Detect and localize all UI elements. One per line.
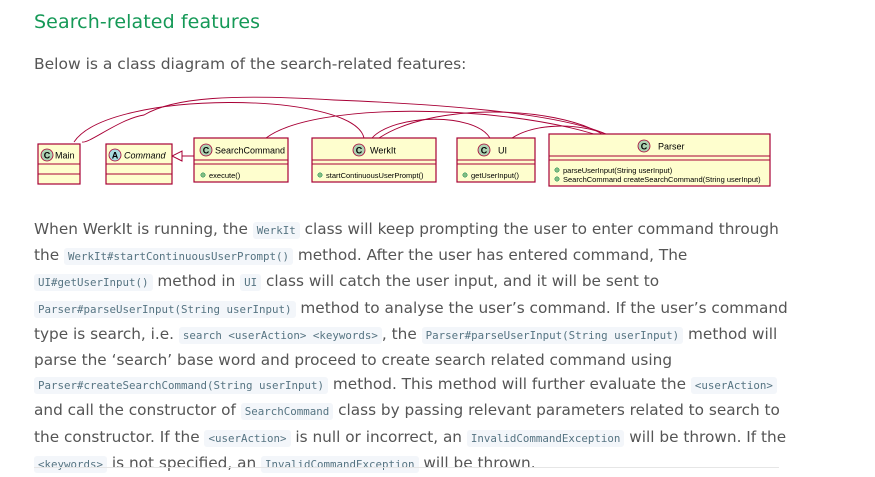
para-text: method in: [152, 272, 241, 291]
section-heading: Search-related features: [34, 11, 261, 33]
method-dot-icon: [554, 167, 560, 173]
intro-text: Below is a class diagram of the search-r…: [34, 55, 467, 73]
inline-code: <userAction>: [690, 377, 777, 395]
method-createsearchcommand: SearchCommand createSearchCommand(String…: [563, 175, 761, 184]
para-text: will be thrown.: [418, 453, 536, 472]
inline-code: search <userAction> <keywords>: [178, 326, 382, 344]
class-badge-icon: [352, 143, 366, 157]
dependency-main-parser: [81, 96, 607, 143]
class-badge-icon: [637, 139, 651, 153]
method-dot-icon: [462, 172, 468, 178]
class-badge-letter: C: [481, 146, 488, 156]
class-name-ui: UI: [498, 146, 507, 156]
para-text: class will keep prompting the user to en…: [34, 220, 779, 265]
dependency-werkit-parser: [378, 111, 603, 139]
class-name-searchcommand: SearchCommand: [215, 146, 285, 156]
para-text: class will catch the user input, and it …: [261, 272, 660, 291]
method-startcontinuoususerprompt: startContinuousUserPrompt(): [326, 171, 424, 180]
description-paragraph: When WerkIt is running, the WerkIt class…: [34, 217, 794, 477]
class-werkit: C WerkIt startContinuousUserPrompt(): [311, 137, 437, 183]
inline-code: UI#getUserInput(): [34, 274, 153, 292]
dependency-main-werkit: [73, 102, 365, 143]
class-badge-letter: C: [203, 146, 210, 156]
dependency-ui-parser: [511, 125, 607, 139]
inline-code: InvalidCommandException: [466, 429, 625, 447]
inline-code: WerkIt: [252, 222, 300, 239]
para-text: will be thrown. If the: [624, 427, 787, 446]
para-text: When WerkIt is running, the: [34, 220, 253, 238]
class-badge-icon: [40, 148, 54, 162]
inline-code: InvalidCommandException: [261, 455, 419, 473]
para-text: method to analyse the user’s command. If…: [34, 298, 788, 343]
class-parser: C Parser parseUserInput(String userInput…: [548, 133, 771, 187]
dependency-parser-searchcommand: [265, 110, 595, 139]
para-text: is not specified, an: [107, 453, 262, 472]
class-command: A Command: [105, 143, 173, 185]
class-name-werkit: WerkIt: [370, 146, 396, 156]
para-text: method will parse the ‘search’ base word…: [34, 324, 778, 370]
para-text: method. This method will further evaluat…: [328, 375, 691, 394]
method-getuserinput: getUserInput(): [471, 171, 519, 180]
para-text: is null or incorrect, an: [290, 427, 467, 446]
method-parseuserinput: parseUserInput(String userInput): [563, 166, 673, 175]
method-execute: execute(): [209, 171, 241, 180]
para-text: class by passing relevant parameters rel…: [34, 401, 780, 446]
abstract-badge-icon: [108, 148, 122, 162]
inline-code: Parser#parseUserInput(String userInput): [421, 326, 684, 344]
inline-code: <userAction>: [204, 429, 291, 447]
class-main: C Main: [37, 143, 81, 185]
class-diagram: C Main A Command C SearchCommand execute…: [37, 96, 771, 187]
class-badge-letter: C: [356, 146, 363, 156]
class-ui: C UI getUserInput(): [456, 137, 536, 183]
inline-code: Parser#parseUserInput(String userInput): [34, 300, 296, 318]
inline-code: UI: [240, 274, 262, 292]
para-text: and call the constructor of: [34, 401, 241, 420]
class-searchcommand: C SearchCommand execute(): [193, 137, 289, 183]
class-badge-letter: A: [112, 151, 119, 161]
inline-code: Parser#createSearchCommand(String userIn…: [34, 377, 329, 395]
class-name-main: Main: [55, 151, 75, 161]
class-badge-letter: C: [44, 151, 51, 161]
class-badge-icon: [199, 143, 213, 157]
class-name-command: Command: [124, 151, 167, 161]
class-badge-letter: C: [641, 142, 648, 152]
inline-code: <keywords>: [34, 455, 108, 473]
para-text: , the: [381, 324, 422, 343]
class-name-parser: Parser: [658, 142, 685, 152]
class-badge-icon: [477, 143, 491, 157]
method-dot-icon: [317, 172, 323, 178]
section-divider: [34, 467, 779, 468]
inline-code: WerkIt#startContinuousUserPrompt(): [63, 248, 293, 266]
dependency-werkit-ui: [371, 118, 491, 139]
inline-code: SearchCommand: [240, 403, 334, 421]
method-dot-icon: [200, 172, 206, 178]
para-text: method. After the user has entered comma…: [292, 246, 688, 265]
method-dot-icon: [554, 176, 560, 182]
